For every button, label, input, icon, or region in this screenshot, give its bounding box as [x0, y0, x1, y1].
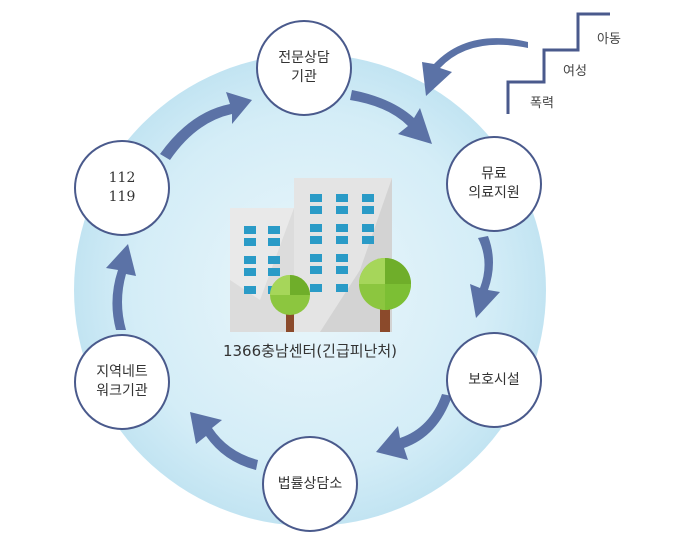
node-expert-counsel-line2: 기관 [291, 69, 317, 85]
building-windows [244, 194, 374, 294]
tree-right-trunk [380, 298, 390, 332]
node-local-network-line2: 워크기관 [96, 383, 148, 399]
center-label: 1366충남센터(긴급피난처) [222, 342, 398, 360]
center-buildings-illustration [230, 178, 411, 332]
arrow-shelter-to-legal [376, 394, 452, 460]
node-medical-support: 뮤료 의료지원 [446, 136, 542, 232]
tree-left-facet-2 [270, 275, 290, 295]
node-expert-counsel: 전문상담 기관 [256, 20, 352, 116]
staircase-line [506, 12, 610, 114]
node-emergency-line1: 112 [108, 170, 136, 186]
arrow-expert-to-medical [350, 90, 432, 144]
tree-right-facet-3 [385, 284, 411, 310]
stair-label-children: 아동 [597, 32, 621, 47]
node-local-network-line1: 지역네트 [96, 364, 148, 380]
node-local-network: 지역네트 워크기관 [74, 334, 170, 430]
tree-left-facet [290, 275, 310, 295]
tree-right-facet [385, 258, 411, 284]
node-shelter: 보호시설 [446, 332, 542, 428]
node-shelter-line1: 보호시설 [468, 371, 520, 388]
arrow-medical-to-shelter [470, 236, 500, 318]
arrow-legal-to-network [190, 412, 258, 470]
node-medical-support-line1: 뮤료 [481, 166, 507, 182]
node-emergency-line2: 119 [108, 189, 136, 205]
tree-right-facet-2 [359, 258, 385, 284]
node-medical-support-line2: 의료지원 [468, 185, 520, 201]
node-emergency: 112 119 [74, 140, 170, 236]
stair-label-women: 여성 [563, 64, 587, 79]
node-legal-counsel: 법률상담소 [262, 436, 358, 532]
arrow-network-to-emergency [106, 244, 136, 330]
arrow-stairs-to-expert [422, 38, 528, 96]
node-legal-counsel-line1: 법률상담소 [277, 475, 343, 492]
tree-left-trunk [286, 304, 294, 332]
stair-label-violence: 폭력 [530, 96, 554, 111]
node-expert-counsel-line1: 전문상담 [278, 50, 330, 66]
arrow-emergency-to-expert [160, 92, 252, 160]
arrows [106, 38, 528, 470]
